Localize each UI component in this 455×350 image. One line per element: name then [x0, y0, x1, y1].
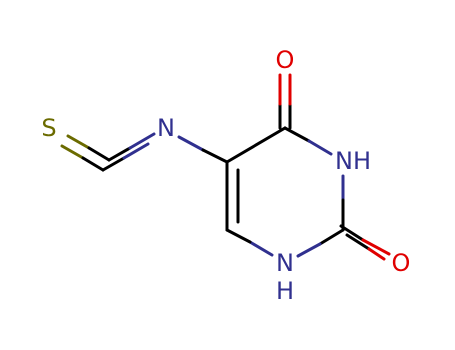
bond-c-n-line4: [122, 142, 150, 160]
bond-group: [60, 73, 391, 261]
bond-s-c-line3: [87, 146, 111, 162]
carbonyl-oxygen-top-label: O: [276, 46, 295, 74]
ring-nh-right-label: NH: [335, 147, 371, 175]
bond-s-c-line4: [81, 156, 105, 172]
sulfur-atom-label: S: [41, 114, 56, 142]
bond-c2-o-line3: [361, 238, 391, 256]
atom-label-group: S N O NH N H O: [41, 46, 410, 305]
bond-s-c-line2: [60, 144, 85, 160]
bond-n-c5-c-part: [201, 148, 229, 164]
bond-c-n-line1: [107, 146, 132, 162]
bond-c2-n1-c-part: [318, 228, 345, 246]
isothiocyanate-nitrogen-label: N: [157, 114, 175, 142]
ring-h-bottom-label: H: [276, 277, 294, 305]
ring-n-bottom-label: N: [276, 249, 294, 277]
bond-c5-c4: [225, 126, 287, 164]
bond-c-n-line3: [128, 132, 156, 150]
bond-c2-n1-n-part: [296, 242, 322, 258]
bond-n-c5-n-part: [177, 135, 205, 152]
bond-c2-o-line4: [367, 247, 386, 261]
bond-c2-o-line1: [339, 224, 365, 242]
bond-c2-o-line2: [345, 233, 371, 251]
bond-c4-n3-c-part: [283, 126, 311, 143]
bond-c-n-line2: [101, 156, 126, 172]
bond-s-c-line1: [66, 134, 91, 150]
carbonyl-oxygen-right-label: O: [392, 249, 411, 277]
bond-n1-c6-c-part: [225, 228, 252, 244]
bond-n1-c6-n-part: [248, 240, 274, 257]
bond-c4-n3-n-part: [307, 139, 333, 156]
